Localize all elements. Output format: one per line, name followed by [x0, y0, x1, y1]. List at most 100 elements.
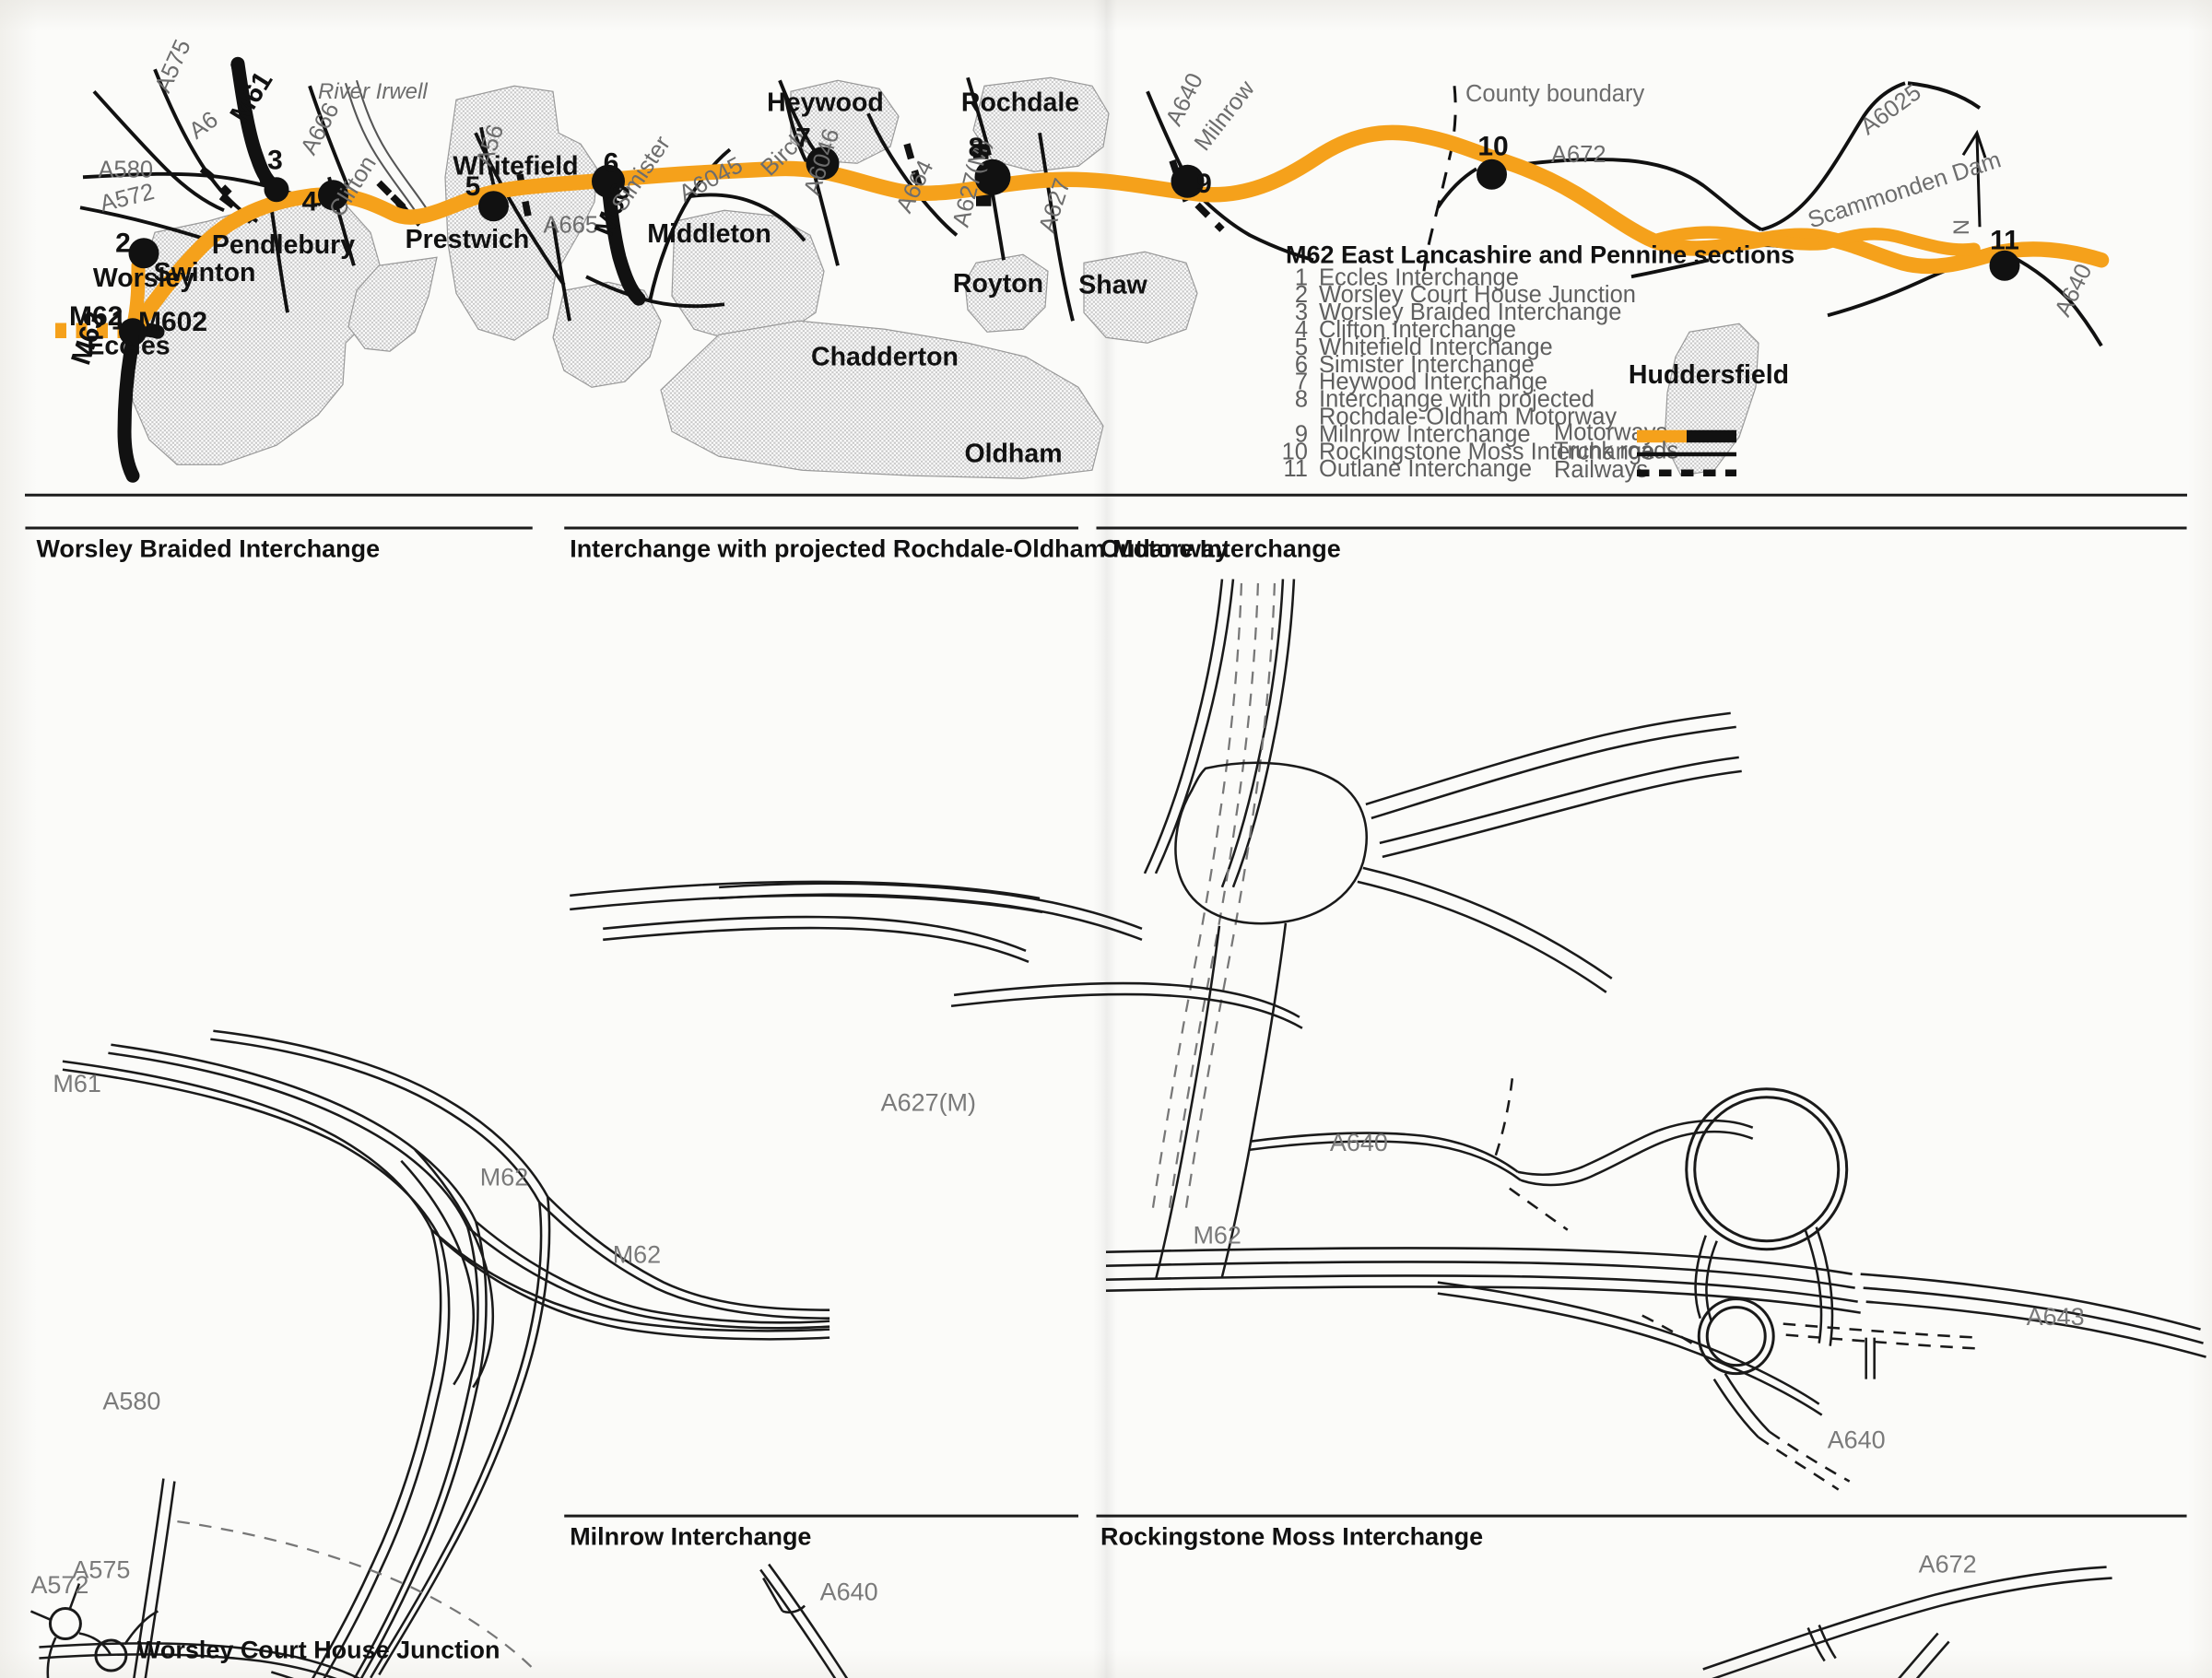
place-label: Pendlebury — [212, 230, 355, 260]
diagram-label: A640 — [1828, 1426, 1886, 1454]
legend-entry: Worsley Braided Interchange — [1319, 299, 1621, 325]
road-label: M602 — [138, 307, 207, 337]
legend-entry: Outlane Interchange — [1319, 456, 1532, 482]
place-label: Prestwich — [406, 225, 530, 254]
place-label: Worsley — [93, 264, 195, 293]
junction-number: 9 — [1196, 169, 1212, 199]
road-label: M61 — [224, 66, 278, 128]
junction-number: 4 — [302, 186, 318, 217]
diagram-label: M61 — [53, 1070, 100, 1097]
diagram-label: A640 — [1330, 1129, 1388, 1156]
junction-number: 7 — [795, 123, 811, 153]
legend-number: 11 — [1284, 456, 1308, 482]
panel-title-worsley-braided: Worsley Braided Interchange — [36, 534, 380, 562]
legend-entry: Interchange with projected — [1319, 387, 1594, 413]
place-label: Royton — [953, 269, 1043, 299]
interchange-diagrams: Worsley Braided Interchange — [25, 526, 2206, 1678]
road-label: A665 — [544, 212, 599, 238]
diagram-rockingstone-moss: A672M62Pennine WayFootbridge — [1702, 1551, 2112, 1678]
road-label: A666 — [296, 99, 345, 159]
diagram-rochdale-oldham: A627(M) M62 — [570, 579, 1742, 1280]
junction-number: 6 — [604, 147, 619, 178]
diagram-label: M62 — [480, 1164, 528, 1191]
junction-number: 10 — [1477, 131, 1508, 161]
place-label: Swinton — [154, 258, 256, 287]
diagram-label: A643 — [2027, 1303, 2085, 1331]
diagram-label: M62 — [613, 1241, 661, 1269]
place-label: Rochdale — [961, 88, 1079, 117]
road-label: A580 — [99, 157, 154, 182]
panel-title-outlane: Outlane Interchange — [1100, 534, 1341, 562]
legend-entry: Clifton Interchange — [1319, 317, 1516, 343]
road-label: County boundary — [1465, 81, 1644, 107]
svg-text:N: N — [1949, 219, 1974, 235]
legend-number: 5 — [1295, 334, 1308, 360]
legend-motorway-black-swatch — [1687, 429, 1736, 443]
diagram-label: A580 — [102, 1388, 160, 1415]
diagram-label: Worsley Court House Junction — [137, 1637, 500, 1664]
panel-title-rockingstone-moss: Rockingstone Moss Interchange — [1100, 1523, 1483, 1551]
junction-number: 1 — [112, 305, 127, 335]
legend-number: 6 — [1295, 352, 1308, 378]
junction-number: 5 — [465, 171, 481, 202]
legend-motorway-orange-swatch — [1637, 429, 1687, 443]
legend-number: 7 — [1295, 370, 1308, 395]
place-label: Whitefield — [453, 151, 578, 181]
legend-title: M62 East Lancashire and Pennine sections — [1286, 241, 1794, 268]
legend-entry: Rockingstone Moss Interchange — [1319, 439, 1654, 464]
legend-key-label: Railways — [1554, 457, 1648, 483]
legend-entry: Heywood Interchange — [1319, 370, 1547, 395]
road-label: A572 — [98, 179, 158, 217]
county-boundary-line — [1422, 86, 1457, 272]
legend-entry: Rochdale-Oldham Motorway — [1319, 404, 1617, 429]
legend-entry: Simister Interchange — [1319, 352, 1535, 378]
panel-title-milnrow: Milnrow Interchange — [570, 1523, 811, 1551]
diagram-label: A627(M) — [881, 1089, 976, 1117]
junction-dots — [119, 147, 2020, 346]
diagram-label: A640 — [820, 1578, 878, 1606]
m62-braid-2 — [1818, 228, 1981, 256]
legend-number: 3 — [1295, 299, 1308, 325]
legend-entry: Worsley Court House Junction — [1319, 282, 1636, 308]
diagram-label: A672 — [1919, 1551, 1977, 1578]
map-legend: M62 East Lancashire and Pennine sections… — [1282, 241, 1795, 483]
road-label: A640 — [1161, 69, 1208, 130]
road-label: M62 — [69, 301, 123, 332]
diagram-label: A572 — [30, 1571, 88, 1599]
legend-entry: Whitefield Interchange — [1319, 334, 1553, 360]
junction-number: 2 — [115, 228, 131, 258]
diagram-label: M62 — [1193, 1222, 1241, 1250]
urban-areas — [126, 76, 1759, 479]
place-label: Middleton — [647, 219, 771, 249]
road-label: River Irwell — [318, 79, 428, 104]
junction-number: 8 — [969, 133, 984, 163]
trunk-roads — [79, 63, 2103, 347]
panel-title-rochdale-oldham: Interchange with projected Rochdale-Oldh… — [570, 534, 1229, 562]
legend-number: 1 — [1295, 264, 1308, 290]
legend-entry: Milnrow Interchange — [1319, 421, 1531, 447]
legend-number: 2 — [1295, 282, 1308, 308]
river-irwell — [344, 79, 427, 211]
legend-number: 4 — [1295, 317, 1308, 343]
legend-key-label: Trunk roads — [1554, 439, 1678, 464]
place-label: Heywood — [767, 88, 884, 117]
legend-entry: Eccles Interchange — [1319, 264, 1519, 290]
junction-number: 3 — [267, 145, 283, 175]
legend-number: 10 — [1282, 439, 1308, 464]
compass-north: N — [1949, 129, 1987, 235]
junction-number: 11 — [1990, 225, 2019, 255]
road-label: A575 — [150, 36, 196, 97]
legend-number: 9 — [1295, 421, 1308, 447]
place-label: Chadderton — [811, 342, 959, 371]
m62-braid-1 — [1647, 226, 1831, 251]
place-label: Eccles — [87, 331, 170, 360]
place-label: Shaw — [1078, 270, 1147, 299]
